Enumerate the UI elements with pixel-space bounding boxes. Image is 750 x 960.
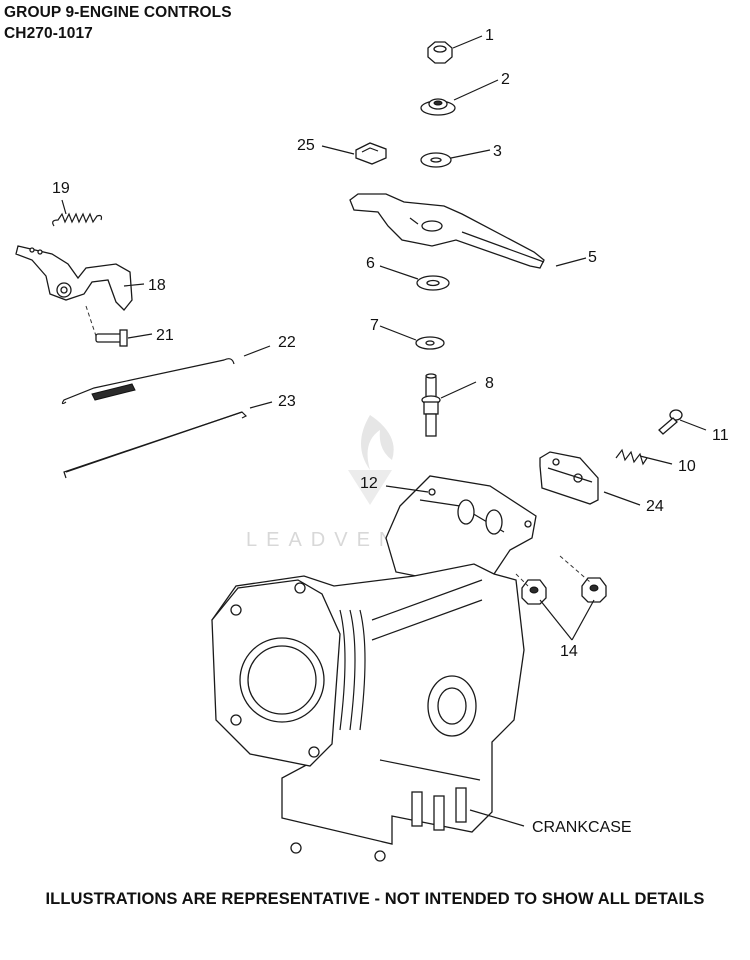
model-number: CH270-1017: [4, 25, 93, 42]
part-23-throttle-link: [63, 401, 273, 479]
callout-25: 25: [297, 137, 315, 154]
callout-14: 14: [560, 643, 578, 660]
part-11-screw: [658, 409, 707, 435]
callout-7: 7: [370, 317, 379, 334]
callout-3: 3: [493, 143, 502, 160]
page-title: GROUP 9-ENGINE CONTROLS: [4, 4, 232, 21]
callout-11: 11: [712, 427, 729, 444]
callout-18: 18: [148, 277, 166, 294]
callout-23: 23: [278, 393, 296, 410]
part-3-washer: [420, 149, 491, 168]
callout-8: 8: [485, 375, 494, 392]
callout-1: 1: [485, 27, 494, 44]
disclaimer-footer: ILLUSTRATIONS ARE REPRESENTATIVE - NOT I…: [45, 890, 705, 908]
part-1-nut: [427, 35, 483, 64]
callout-12: 12: [360, 475, 378, 492]
callout-24: 24: [646, 498, 664, 515]
callout-5: 5: [588, 249, 597, 266]
part-21-pin: [95, 329, 153, 347]
part-19-spring: [52, 199, 103, 227]
part-22-governor-spring-link: [61, 345, 271, 405]
part-25-clip: [321, 142, 387, 165]
part-2-bushing: [420, 79, 499, 116]
callout-19: 19: [52, 180, 70, 197]
callout-10: 10: [678, 458, 696, 475]
callout-6: 6: [366, 255, 375, 272]
callout-crankcase: CRANKCASE: [532, 819, 632, 836]
part-5-control-lever: [349, 193, 587, 269]
callout-21: 21: [156, 327, 174, 344]
part-8-control-shaft: [421, 373, 477, 437]
part-18-governor-lever: [15, 245, 145, 337]
part-6-washer: [379, 265, 450, 291]
part-12-control-bracket: [385, 475, 537, 587]
part-24-bracket: [539, 451, 641, 506]
part-10-spring: [615, 448, 673, 466]
crankcase: [211, 563, 525, 862]
callout-2: 2: [501, 71, 510, 88]
callout-22: 22: [278, 334, 296, 351]
part-14-nuts: [515, 555, 607, 641]
part-7-washer: [379, 325, 445, 350]
